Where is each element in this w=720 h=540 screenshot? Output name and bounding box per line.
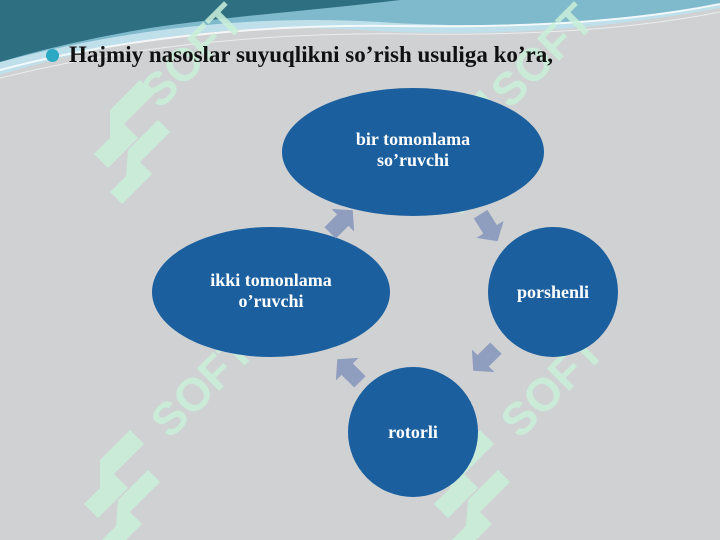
bullet-icon <box>46 48 59 62</box>
slide-title-row: Hajmiy nasoslar suyuqlikni so’rish usuli… <box>46 42 706 68</box>
node-piston <box>488 227 618 357</box>
node-two-sided-suction <box>152 227 390 357</box>
watermark-bottom-left: SOFT <box>84 324 264 540</box>
cycle-arrow-1 <box>473 209 504 242</box>
cycle-arrow-4 <box>324 208 355 239</box>
header-wave-banner <box>0 0 720 79</box>
cycle-arrow-2 <box>471 342 502 373</box>
cycle-arrow-3 <box>335 357 366 388</box>
node-rotary <box>348 367 478 497</box>
slide-title: Hajmiy nasoslar suyuqlikni so’rish usuli… <box>69 42 553 67</box>
node-one-sided-suction <box>282 88 544 216</box>
